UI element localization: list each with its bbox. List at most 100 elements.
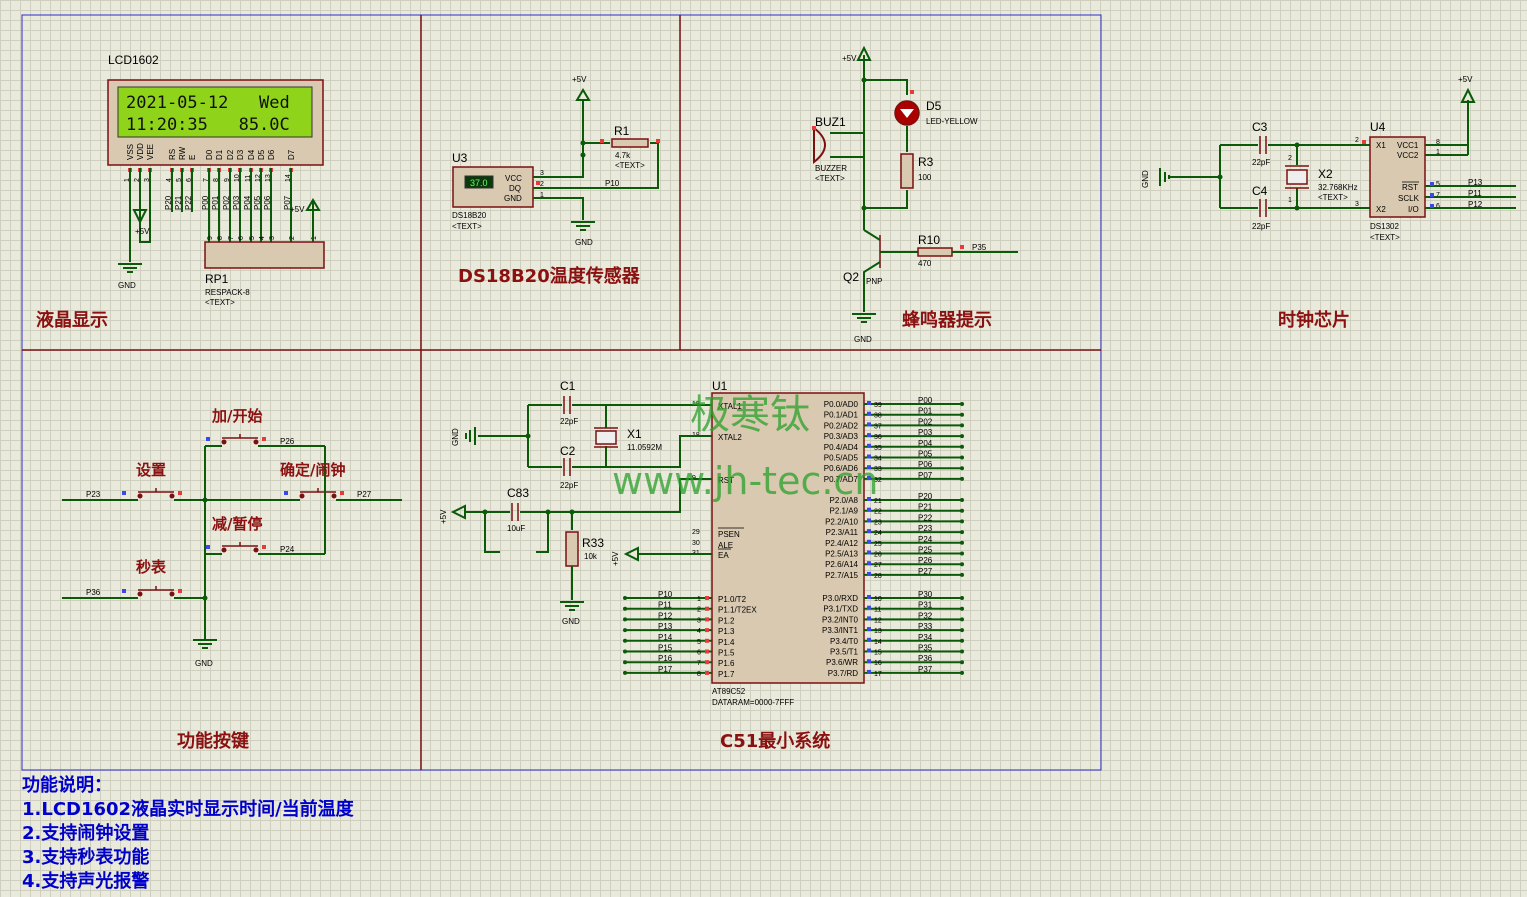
mcu-p3-end-5	[960, 649, 964, 654]
mcu-p3-net-1: P31	[918, 601, 933, 610]
lcd-pin-d7: D7	[287, 149, 296, 160]
mcu-p3-num-3: 13	[874, 628, 882, 635]
lcd-net-p04: P04	[243, 195, 252, 210]
mcu-p3-label-6: P3.6/WR	[826, 658, 858, 667]
r1-text: <TEXT>	[615, 161, 645, 170]
mcu-p1-end-1	[623, 606, 627, 611]
lcd-line2: 11:20:35 85.0C	[126, 115, 290, 135]
keys-junction-1	[202, 595, 208, 601]
mcu-p2-label-2: P2.2/A10	[825, 517, 858, 526]
ds18b20-vcc: +5V	[572, 75, 587, 84]
mcu-p2-label-3: P2.3/A11	[826, 528, 859, 537]
ds18b20-net: P10	[605, 179, 620, 188]
mcu-p0-net-2: P02	[918, 417, 933, 426]
key-add-contact-right	[253, 439, 259, 445]
key-ok-label: 确定/闹钟	[280, 461, 345, 479]
r1-value: 4.7k	[615, 151, 631, 160]
mcu-p3-net-4: P34	[918, 633, 933, 642]
c51-vcc: +5V	[439, 509, 448, 524]
mcu-p2-end-1	[960, 508, 964, 513]
mcu-p0-net-3: P03	[918, 428, 933, 437]
mcu-pins: XTAL119XTAL218RST9PSEN29ALE30EA31P1.0/T2…	[623, 396, 964, 679]
mcu-p1-num-1: 2	[697, 607, 701, 614]
c4-value: 22pF	[1252, 222, 1270, 231]
clock-gnd: GND	[1141, 170, 1150, 188]
mcu-pinnum-29: 29	[692, 529, 700, 536]
lcd-net-p02: P02	[222, 195, 231, 210]
key-add-label: 加/开始	[211, 407, 262, 425]
ds18b20-pin-dq: DQ	[509, 184, 521, 193]
mcu-p2-end-0	[960, 498, 964, 502]
mcu-p2-label-7: P2.7/A15	[825, 571, 858, 580]
mcu-p1-num-3: 4	[697, 628, 701, 635]
mcu-p1-net-5: P15	[658, 644, 673, 653]
mcu-pin-psen: PSEN	[718, 530, 740, 539]
lcd-net-p00: P00	[201, 195, 210, 210]
mcu-p3-mark-3	[867, 627, 871, 632]
lcd-net-p06: P06	[263, 195, 272, 210]
ds1302-pinnum-6: 6	[1436, 203, 1440, 210]
mcu-p1-mark-4	[705, 638, 709, 643]
note-item-1: 1.LCD1602液晶实时显示时间/当前温度	[22, 799, 354, 820]
key-set-pin-mark	[122, 491, 126, 495]
mcu-p0-num-6: 33	[874, 466, 882, 473]
mcu-p0-mark-7	[867, 475, 871, 480]
key-sw-contact-left	[137, 591, 143, 597]
mcu-p2-label-6: P2.6/A14	[825, 560, 858, 569]
mcu-p3-label-0: P3.0/RXD	[822, 594, 858, 603]
mcu-p1-end-0	[623, 596, 627, 600]
lcd-name: LCD1602	[108, 53, 159, 67]
x2-text: <TEXT>	[1318, 193, 1348, 202]
mcu-p1-label-5: P1.5	[718, 649, 735, 658]
buzzer-vcc: +5V	[842, 54, 857, 63]
c83-name: C83	[507, 486, 529, 500]
rp1-pinnum-9: 9	[207, 236, 214, 240]
mcu-p1-net-4: P14	[658, 633, 673, 642]
lcd-module: LCD1602 2021-05-12 Wed 11:20:35 85.0C VS…	[107, 53, 325, 307]
mcu-p0-end-1	[960, 412, 964, 417]
ds18b20-text: <TEXT>	[452, 222, 482, 231]
rp1-name: RP1	[205, 272, 229, 286]
mcu-pin-ea: EA	[718, 551, 729, 560]
lcd-pinnum-14: 14	[285, 174, 292, 182]
clock-net-p11: P11	[1468, 189, 1482, 198]
rp1-type: RESPACK-8	[205, 288, 250, 297]
lcd-pinnum-10: 10	[234, 174, 241, 182]
mcu-p2-end-3	[960, 530, 964, 535]
key-sub-contact-left	[221, 547, 227, 553]
r10-name: R10	[918, 233, 940, 247]
mcu-p1-label-3: P1.3	[718, 627, 735, 636]
at89c52-body	[711, 392, 865, 684]
mcu-p0-num-0: 39	[874, 402, 882, 409]
ds18b20-pin-gnd: GND	[504, 194, 522, 203]
x2-value: 32.768KHz	[1318, 183, 1358, 192]
mcu-p1-mark-5	[705, 649, 709, 654]
led-name: D5	[926, 99, 942, 113]
mcu-p0-end-7	[960, 476, 964, 481]
mcu-p2-mark-7	[867, 571, 871, 576]
ds1302-pin-sclk: SCLK	[1398, 194, 1420, 203]
rp1-pinnum-4: 4	[259, 236, 266, 240]
buzzer-net: P35	[972, 243, 987, 252]
mcu-p2-net-1: P21	[918, 503, 933, 512]
mcu-p2-net-5: P25	[918, 546, 933, 555]
keys-junction-0	[202, 497, 208, 503]
watermark-url: www.jh-tec.cn	[612, 459, 878, 503]
mcu-p0-net-5: P05	[918, 450, 933, 459]
c51-gnd: GND	[451, 428, 460, 446]
lcd-pinnum-5: 5	[176, 178, 183, 182]
mcu-p2-num-1: 22	[874, 509, 882, 516]
ds1302-type: DS1302	[1370, 222, 1399, 231]
mcu-p0-end-4	[960, 444, 964, 449]
mcu-p2-label-1: P2.1/A9	[830, 507, 859, 516]
mcu-p0-mark-1	[867, 411, 871, 416]
r33-value: 10k	[584, 552, 598, 561]
ds18b20-pinnum-3: 3	[540, 170, 544, 177]
x2-pin-2: 2	[1288, 155, 1292, 162]
mcu-p3-label-3: P3.3/INT1	[822, 626, 859, 635]
x1-name: X1	[627, 427, 642, 441]
lcd-pinnum-4: 4	[166, 178, 173, 182]
mcu-p1-net-7: P17	[658, 665, 673, 674]
